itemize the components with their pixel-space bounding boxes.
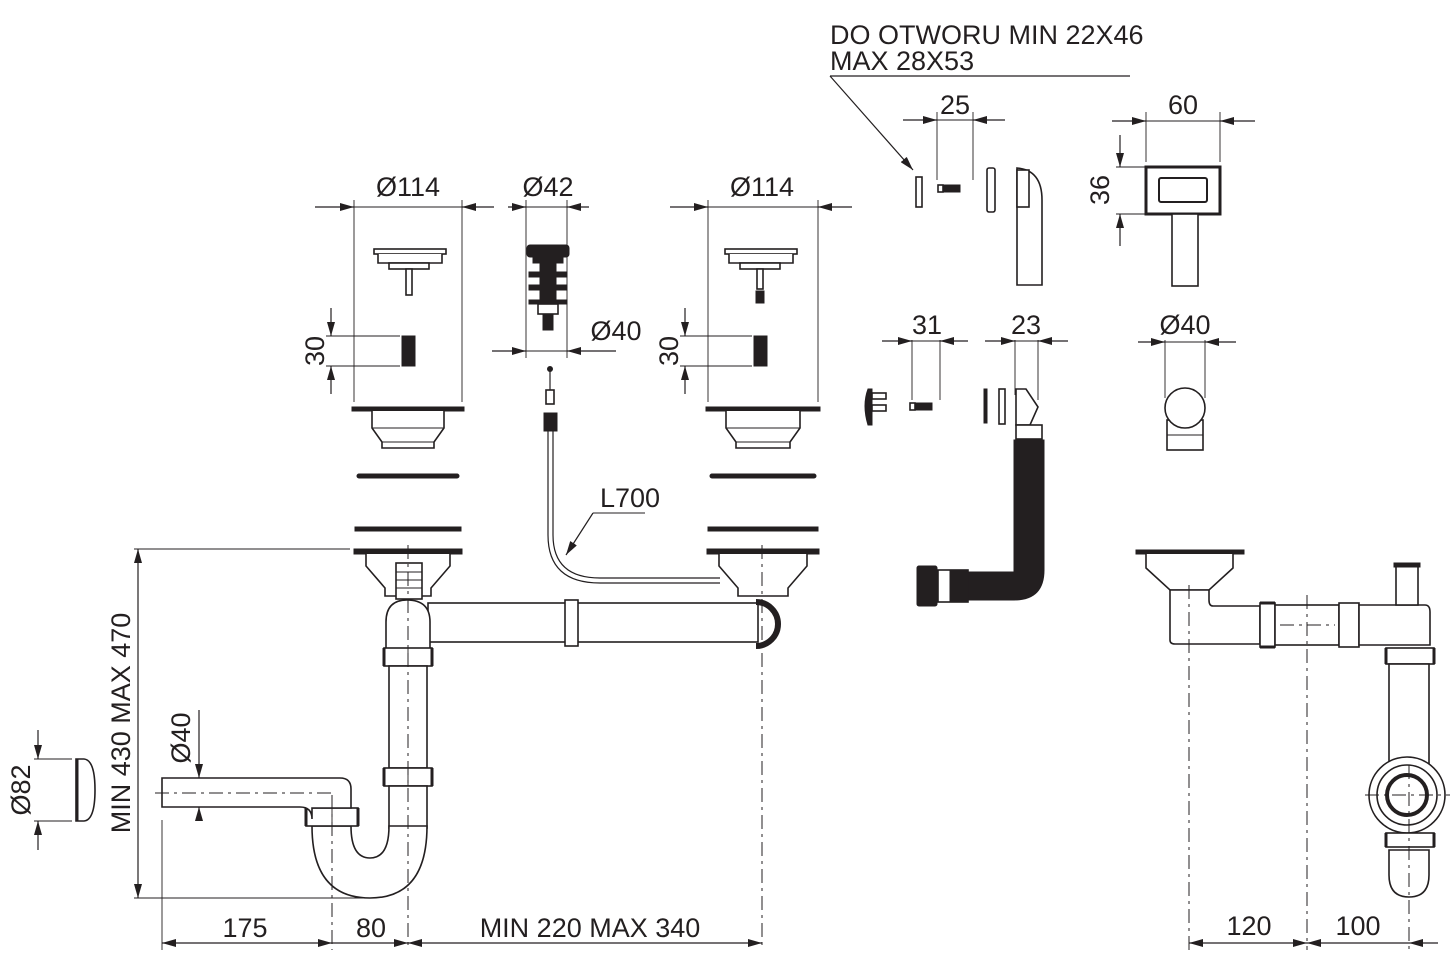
overflow-elbow (1164, 387, 1206, 429)
cable-length-label: L700 (600, 483, 660, 513)
overflow-outlet-diameter-label: Ø40 (1159, 310, 1210, 340)
pop-up-valve (526, 244, 570, 331)
side-view-dimensions: 120 100 (1189, 911, 1438, 947)
rosette-diameter-label: Ø82 (6, 764, 36, 815)
right-washer-3 (706, 548, 820, 555)
basket-plug-left (373, 248, 447, 296)
left-strainer-diameter-label: Ø114 (376, 172, 440, 202)
left-flange (351, 406, 465, 412)
right-strainer-diameter-label: Ø114 (730, 172, 794, 202)
small-screw-length-label: 31 (912, 310, 942, 340)
cable-leader-arrow (565, 512, 594, 556)
side-offset-2-label: 100 (1335, 911, 1380, 941)
right-screw (753, 335, 768, 367)
right-screw-length-label: 30 (654, 336, 684, 366)
overflow-fitting-width-label: 23 (1011, 310, 1041, 340)
outlet-diameter-dimension: Ø40 (166, 710, 203, 821)
right-strainer-group: Ø114 30 (654, 172, 852, 555)
left-screw-length-label: 30 (300, 336, 330, 366)
overflow-screw-spacing-label: 25 (940, 90, 970, 120)
overflow-washer (998, 388, 1006, 425)
overflow-cover-width-label: 60 (1168, 90, 1198, 120)
overflow-parts-middle: 31 23 (864, 310, 1068, 607)
siphon-height-label: MIN 430 MAX 470 (106, 613, 136, 834)
overflow-elbow-group: Ø40 (1138, 310, 1236, 451)
side-offset-1-label: 120 (1226, 911, 1271, 941)
outlet-diameter-label: Ø40 (166, 712, 196, 763)
pop-up-diameter-label: Ø42 (522, 172, 573, 202)
overflow-hose (916, 388, 1045, 607)
callout-note: DO OTWORU MIN 22X46 MAX 28X53 (829, 20, 1144, 171)
right-flange (705, 406, 821, 412)
overflow-screw (941, 184, 961, 193)
overflow-cap (864, 388, 873, 426)
main-siphon-assembly (155, 545, 808, 950)
pop-up-cable (543, 366, 720, 584)
pop-up-valve-group: Ø42 Ø40 L700 (492, 172, 720, 584)
side-view-assembly (1135, 549, 1450, 950)
left-screw (401, 335, 416, 367)
outlet-offset-label: 175 (222, 913, 267, 943)
pop-up-thread-diameter-label: Ø40 (590, 316, 641, 346)
right-washer-2 (707, 526, 819, 532)
bottom-dimensions: 175 80 MIN 220 MAX 340 (161, 820, 762, 950)
overflow-cover-height-label: 36 (1085, 175, 1115, 205)
overflow-parts-top: 25 (903, 90, 1043, 286)
trap-offset-label: 80 (356, 913, 386, 943)
basket-plug-right (724, 248, 798, 304)
overflow-cover-front-group: 60 36 (1085, 90, 1255, 287)
left-washer-1 (356, 473, 460, 479)
overflow-bracket (915, 176, 923, 208)
side-view-flange (1135, 549, 1245, 555)
overflow-gasket (986, 167, 996, 213)
callout-note-line2: MAX 28X53 (830, 46, 974, 76)
bowl-spacing-label: MIN 220 MAX 340 (480, 913, 701, 943)
siphon-height-dimension: MIN 430 MAX 470 (106, 548, 370, 899)
left-washer-2 (354, 526, 462, 532)
callout-leader-arrow (829, 75, 914, 171)
right-washer-1 (709, 473, 817, 479)
callout-note-line1: DO OTWORU MIN 22X46 (830, 20, 1144, 50)
right-strainer-body (725, 411, 801, 449)
left-strainer-group: Ø114 30 (300, 172, 494, 555)
small-screw (913, 402, 933, 411)
left-strainer-body (371, 411, 445, 449)
rosette-group: Ø82 (6, 730, 96, 850)
rosette (75, 758, 96, 822)
overflow-washer-thin (983, 388, 988, 424)
